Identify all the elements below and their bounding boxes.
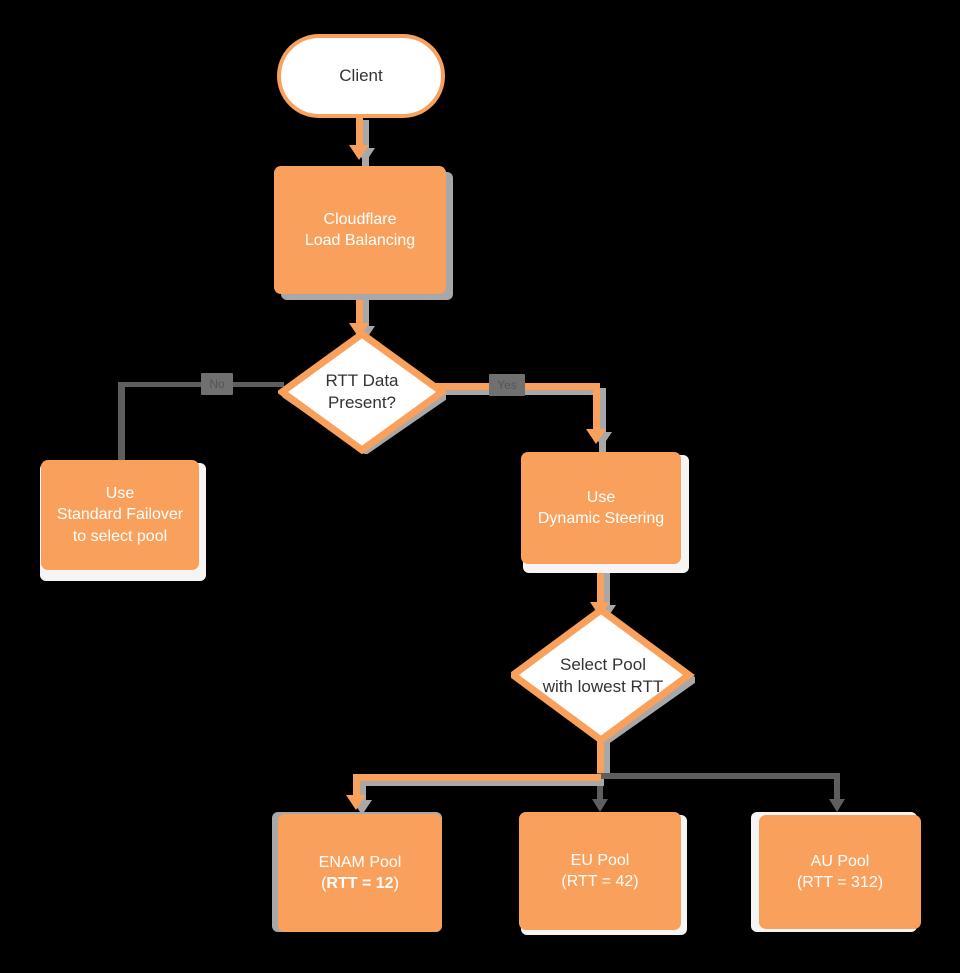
rtt-decision-node[interactable]: RTT Data Present?: [278, 330, 446, 454]
edge-select-to-eu-arrowhead: [592, 799, 608, 812]
edge-select-to-enam-horizontal: [353, 774, 601, 781]
eu-pool-line-1: EU Pool: [570, 851, 630, 869]
edge-rtt-no-vertical: [118, 382, 125, 464]
edge-lb-to-rtt-shadow: [362, 295, 369, 347]
edge-label-rtt-no-text: No: [209, 377, 225, 391]
select-pool-diamond-shape: [511, 606, 695, 745]
edge-lb-to-rtt-line: [356, 293, 363, 333]
au-pool-node[interactable]: AU Pool (RTT = 312): [759, 815, 921, 929]
standard-failover-line-2: Standard Failover: [56, 506, 184, 524]
load-balancing-node[interactable]: Cloudflare Load Balancing: [274, 166, 446, 294]
edge-select-to-au-vertical: [834, 773, 840, 805]
edge-client-to-lb-arrowhead: [349, 145, 369, 160]
dynamic-steering-node[interactable]: Use Dynamic Steering: [521, 452, 681, 564]
edge-select-to-enam-vertical-shadow: [359, 779, 366, 807]
client-node[interactable]: Client: [277, 34, 445, 118]
edge-rtt-yes-vertical-shadow: [599, 388, 606, 456]
client-node-label: Client: [339, 65, 383, 85]
enam-pool-rtt: (RTT = 12): [321, 873, 399, 894]
enam-pool-rtt-open: (: [321, 875, 327, 892]
load-balancing-line-2: Load Balancing: [304, 232, 416, 249]
select-pool-node[interactable]: Select Pool with lowest RTT: [511, 606, 695, 746]
eu-pool-node[interactable]: EU Pool (RTT = 42): [519, 812, 681, 930]
edge-steering-to-select-line: [597, 568, 604, 610]
dynamic-steering-line-2: Dynamic Steering: [537, 510, 665, 527]
enam-pool-rtt-value: RTT = 12: [326, 875, 394, 892]
edge-rtt-yes-arrowhead: [586, 429, 606, 444]
load-balancing-line-1: Cloudflare: [323, 210, 397, 228]
edge-label-rtt-yes-text: Yes: [497, 378, 517, 392]
au-pool-line-2: (RTT = 312): [796, 874, 884, 891]
edge-label-rtt-no: No: [201, 373, 233, 395]
edge-select-stem-shadow: [603, 735, 610, 777]
edge-select-to-enam-horizontal-shadow: [359, 779, 604, 786]
standard-failover-node[interactable]: Use Standard Failover to select pool: [41, 460, 199, 570]
edge-client-to-lb-line: [356, 118, 363, 156]
eu-pool-line-2: (RTT = 42): [561, 873, 639, 890]
dynamic-steering-line-1: Use: [586, 488, 616, 506]
edge-rtt-yes-vertical: [593, 383, 600, 435]
edge-steering-to-select-shadow: [603, 570, 610, 628]
enam-pool-line-1: ENAM Pool: [318, 853, 402, 871]
edge-select-to-enam-arrowhead: [346, 795, 366, 810]
au-pool-line-1: AU Pool: [810, 852, 870, 870]
edge-select-to-au-arrowhead: [829, 799, 845, 812]
enam-pool-rtt-close: ): [393, 875, 399, 892]
standard-failover-line-1: Use: [105, 485, 135, 503]
edge-select-to-eu-vertical: [597, 773, 603, 805]
edge-select-to-enam-vertical: [353, 774, 360, 798]
edge-select-stem: [597, 733, 604, 775]
enam-pool-node[interactable]: ENAM Pool (RTT = 12): [278, 814, 442, 932]
rtt-decision-diamond-shape: [278, 330, 446, 454]
edge-select-to-pools-horizontal-right: [597, 773, 840, 779]
edge-label-rtt-yes: Yes: [489, 374, 525, 396]
standard-failover-line-3: to select pool: [72, 527, 168, 545]
